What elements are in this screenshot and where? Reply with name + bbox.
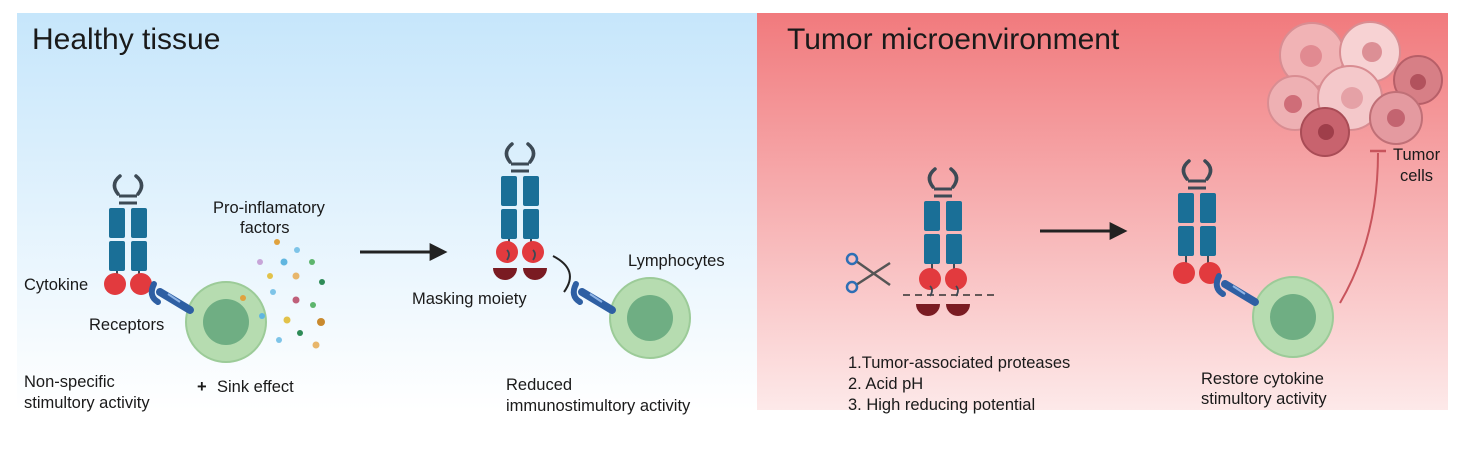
restore-label-line2: stimultory activity [1201,390,1327,408]
pro-inflammatory-label-line1: Pro-inflamatory [213,199,326,217]
masking-moiety-label: Masking moiety [412,290,527,308]
reduced-label-line2: immunostimultory activity [506,397,691,415]
plus-sign: + [197,378,207,396]
tumor-microenvironment-title: Tumor microenvironment [787,23,1120,56]
condition-2: 2. Acid pH [848,375,923,393]
receptors-label: Receptors [89,316,164,334]
tumor-cells-label-line1: Tumor [1393,146,1441,164]
non-specific-label-line1: Non-specific [24,373,115,391]
pro-inflammatory-factors-icon [240,239,325,349]
tumor-cells-label-line2: cells [1400,167,1433,185]
lymphocyte-cell-icon [609,277,691,359]
condition-3: 3. High reducing potential [848,396,1035,414]
healthy-tissue-title: Healthy tissue [32,23,220,56]
masking-bracket [552,255,571,293]
cytokine-label: Cytokine [24,276,88,294]
restore-label-line1: Restore cytokine [1201,370,1324,388]
scissors-icon [845,252,891,294]
lymphocyte-cell-icon [185,281,267,363]
lymphocytes-label: Lymphocytes [628,252,725,270]
non-specific-label-line2: stimultory activity [24,394,150,412]
lymphocyte-cell-icon [1252,276,1334,358]
sink-effect-label: Sink effect [217,378,294,396]
tumor-cells-icon [1267,21,1443,157]
reduced-label-line1: Reduced [506,376,572,394]
inhibition-arrow-icon [1339,152,1379,304]
condition-1: 1.Tumor-associated proteases [848,354,1070,372]
pro-inflammatory-label-line2: factors [240,219,290,237]
